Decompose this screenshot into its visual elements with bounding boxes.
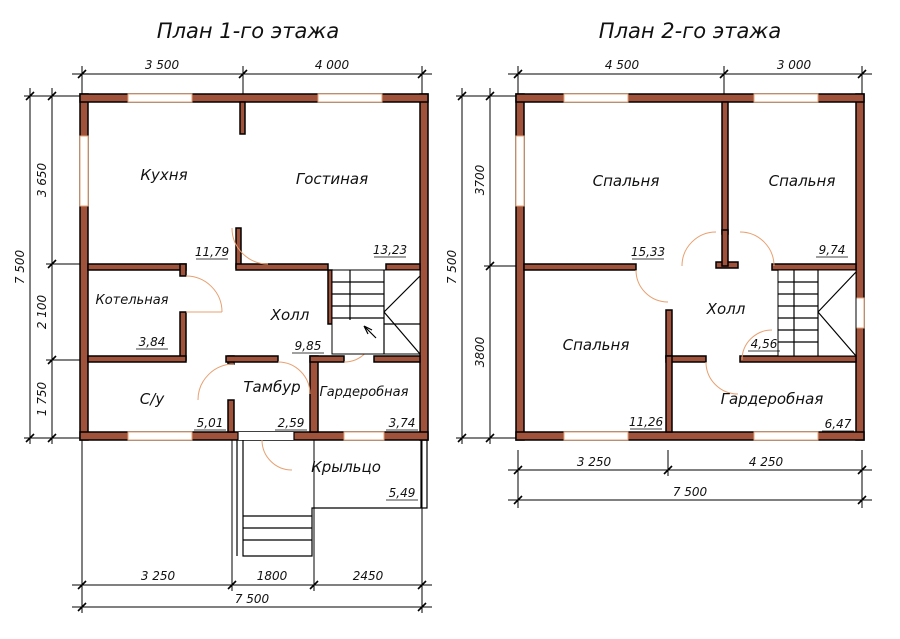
interior-walls bbox=[87, 101, 421, 433]
room-area-kitchen: 11,79 bbox=[195, 245, 229, 259]
plan-title: План 1-го этажа bbox=[157, 19, 339, 43]
room-label-living: Гостиная bbox=[296, 170, 368, 188]
dim-left-total: 7 500 bbox=[445, 249, 459, 284]
room-area-living: 13,23 bbox=[373, 243, 407, 257]
dim-bottom-total: 7 500 bbox=[673, 485, 708, 499]
room-label-bathroom: С/у bbox=[140, 390, 166, 408]
dim-left-total: 7 500 bbox=[13, 249, 27, 284]
room-area-tambur: 2,59 bbox=[278, 416, 305, 430]
room-label-boiler: Котельная bbox=[95, 293, 168, 308]
room-label-wardrobe: Гардеробная bbox=[320, 385, 409, 400]
dims-bottom: 3 250 4 250 7 500 bbox=[508, 450, 872, 508]
dim-bottom-total: 7 500 bbox=[235, 592, 270, 606]
room-area-wardrobe: 3,74 bbox=[389, 416, 416, 430]
dim-left-2: 2 100 bbox=[35, 294, 49, 329]
room-label-bedroom-1: Спальня bbox=[593, 172, 660, 190]
room-label-hall: Холл bbox=[270, 306, 310, 324]
room-area-wardrobe: 6,47 bbox=[825, 417, 852, 431]
dim-bottom-2: 1800 bbox=[257, 569, 288, 583]
dim-top-1: 4 500 bbox=[605, 58, 640, 72]
room-label-wardrobe: Гардеробная bbox=[721, 390, 824, 408]
dim-top-2: 4 000 bbox=[315, 58, 350, 72]
staircase-second bbox=[777, 269, 857, 357]
room-label-bedroom-3: Спальня bbox=[563, 336, 630, 354]
dim-left-1: 3700 bbox=[473, 164, 487, 195]
dim-left-3: 1 750 bbox=[35, 381, 49, 416]
room-area-bathroom: 5,01 bbox=[197, 416, 224, 430]
dim-bottom-2: 4 250 bbox=[749, 455, 784, 469]
plan-first-floor: План 1-го этажа 3 500 4 000 bbox=[13, 19, 432, 613]
room-label-kitchen: Кухня bbox=[140, 166, 187, 184]
room-area-porch: 5,49 bbox=[389, 486, 416, 500]
interior-walls bbox=[523, 101, 857, 433]
dims-bottom: 3 250 1800 2450 7 500 bbox=[72, 440, 432, 613]
dims-top: 3 500 4 000 bbox=[72, 58, 432, 96]
room-label-tambur: Тамбур bbox=[243, 378, 300, 396]
rooms-second: Спальня 15,33 Спальня 9,74 Спальня 11,26… bbox=[563, 172, 854, 432]
dim-top-2: 3 000 bbox=[777, 58, 812, 72]
porch-outline bbox=[236, 440, 428, 557]
room-area-bedroom-3: 11,26 bbox=[629, 415, 664, 429]
dim-left-1: 3 650 bbox=[35, 162, 49, 197]
dims-top: 4 500 3 000 bbox=[508, 58, 872, 96]
dim-bottom-3: 2450 bbox=[353, 569, 384, 583]
room-label-bedroom-2: Спальня bbox=[769, 172, 836, 190]
room-area-hall: 4,56 bbox=[751, 337, 778, 351]
room-area-bedroom-1: 15,33 bbox=[631, 245, 665, 259]
doors bbox=[635, 231, 775, 395]
room-label-hall: Холл bbox=[706, 300, 746, 318]
rooms-first: Кухня 11,79 Гостиная 13,23 Котельная 3,8… bbox=[95, 166, 418, 501]
dim-bottom-1: 3 250 bbox=[141, 569, 176, 583]
room-area-hall: 9,85 bbox=[295, 339, 322, 353]
exterior-walls bbox=[515, 93, 865, 441]
dim-left-2: 3800 bbox=[473, 336, 487, 367]
dims-left: 3700 3800 7 500 bbox=[445, 88, 516, 444]
room-area-boiler: 3,84 bbox=[139, 335, 166, 349]
plan-second-floor: План 2-го этажа 4 500 3 000 3700 bbox=[445, 19, 872, 508]
room-label-porch: Крыльцо bbox=[311, 458, 381, 476]
staircase-first bbox=[331, 269, 421, 355]
dim-bottom-1: 3 250 bbox=[577, 455, 612, 469]
exterior-walls bbox=[79, 93, 429, 441]
plan-title: План 2-го этажа bbox=[599, 19, 781, 43]
room-area-bedroom-2: 9,74 bbox=[819, 243, 846, 257]
dim-top-1: 3 500 bbox=[145, 58, 180, 72]
dims-left: 3 650 2 100 1 750 7 500 bbox=[13, 88, 80, 444]
